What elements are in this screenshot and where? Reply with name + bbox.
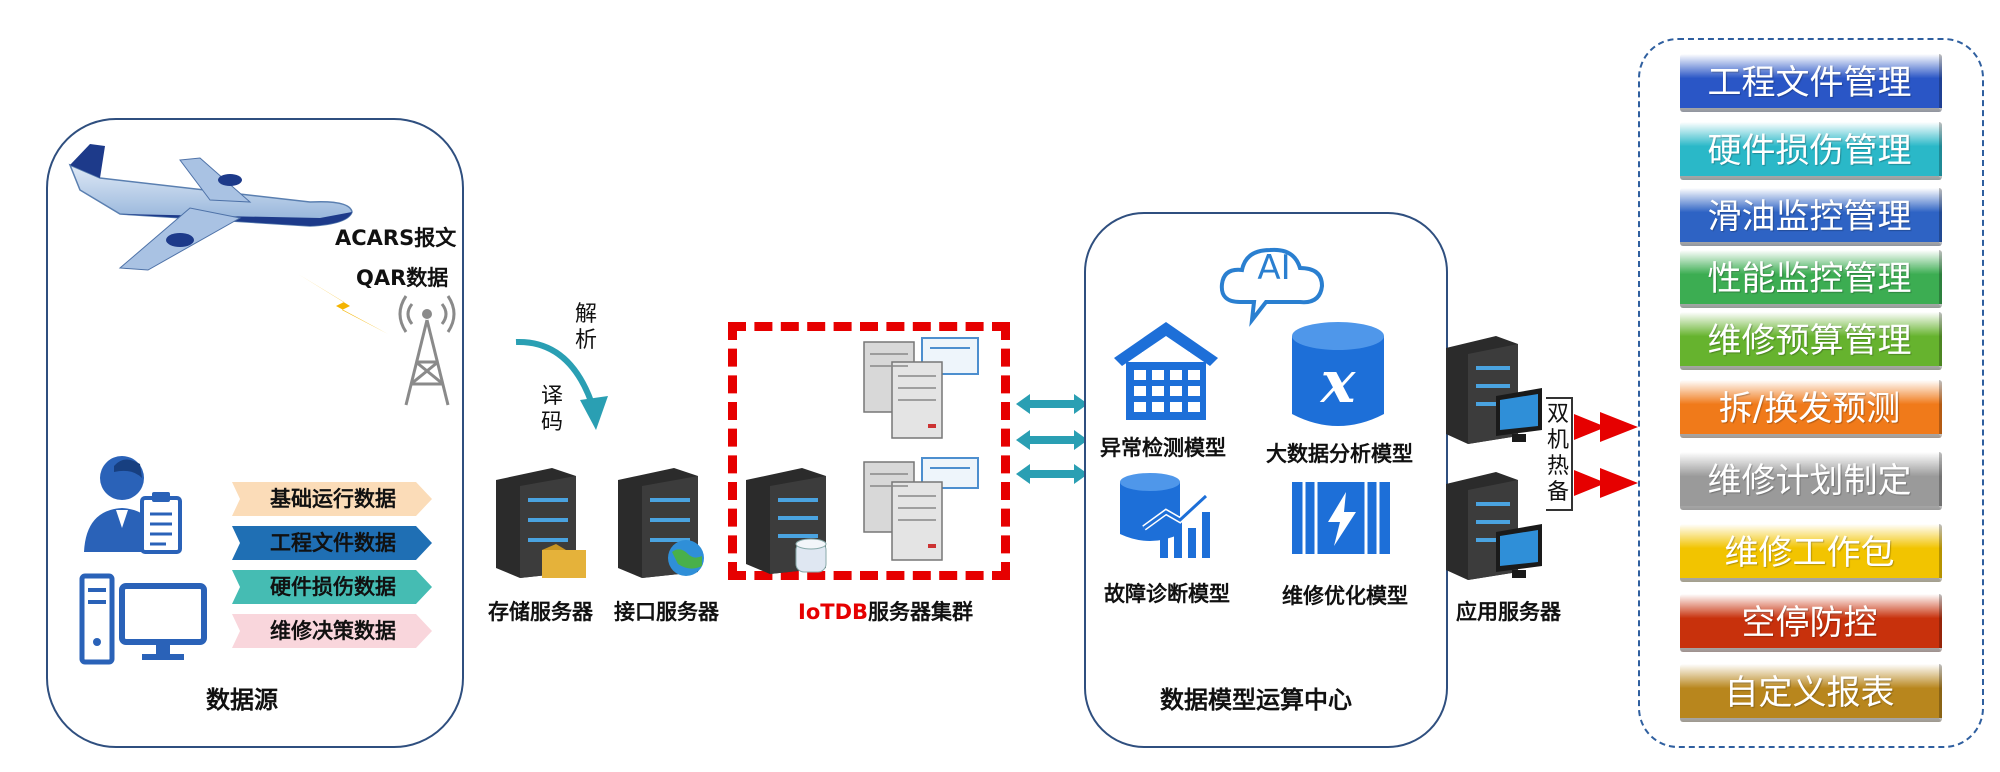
hot-standby-char-3: 热 [1546, 454, 1569, 479]
iotdb-label-rest: 服务器集群 [868, 600, 974, 624]
engineer-icon [84, 456, 182, 554]
iotdb-cluster-label: IoTDB服务器集群 [798, 596, 973, 626]
ai-cloud-icon [1219, 247, 1325, 327]
iotdb-cluster-boundary [728, 322, 1010, 580]
antenna-tower-icon [398, 295, 456, 406]
module-maintenance-workpack-button[interactable]: 维修工作包 [1680, 524, 1942, 582]
anomaly-detection-icon [1114, 322, 1218, 420]
compute-center-title: 数据模型运算中心 [1160, 686, 1352, 714]
app-server-bottom-icon [1446, 472, 1542, 580]
app-server-label: 应用服务器 [1456, 600, 1561, 624]
module-maintenance-plan-button[interactable]: 维修计划制定 [1680, 452, 1942, 510]
red-arrow-bottom-icon [1574, 468, 1638, 498]
module-engineering-file-mgmt-button[interactable]: 工程文件管理 [1680, 54, 1942, 112]
acars-label: ACARS报文 [335, 226, 457, 250]
iotdb-label-highlight: IoTDB [798, 600, 869, 624]
computer-icon [79, 573, 207, 665]
source-item-basic-ops: 基础运行数据 [232, 482, 432, 516]
maintenance-optimization-icon [1292, 482, 1390, 554]
storage-server-label: 存储服务器 [488, 600, 593, 624]
big-data-analysis-icon: x [1292, 322, 1384, 426]
module-aog-prevention-button[interactable]: 空停防控 [1680, 594, 1942, 652]
airplane-icon [68, 144, 353, 271]
modules-boundary [1638, 38, 1984, 748]
source-item-maintenance-decision: 维修决策数据 [232, 614, 432, 648]
storage-server-icon [496, 468, 586, 578]
source-item-hardware-damage: 硬件损伤数据 [232, 570, 432, 604]
red-arrow-top-icon [1574, 412, 1638, 442]
interface-server-icon [618, 468, 704, 578]
fault-diagnosis-icon [1120, 473, 1210, 558]
app-server-top-icon [1446, 336, 1542, 444]
parse-decode-arrow-icon [515, 338, 608, 430]
module-engine-removal-forecast-button[interactable]: 拆/换发预测 [1680, 380, 1942, 438]
parse-label-char-1: 解 [574, 302, 597, 327]
hot-standby-char-2: 机 [1546, 428, 1569, 453]
hot-standby-char-1: 双 [1546, 402, 1569, 427]
interface-server-label: 接口服务器 [614, 600, 719, 624]
source-item-engineering-files: 工程文件数据 [232, 526, 432, 560]
hot-standby-char-4: 备 [1546, 480, 1569, 505]
model-fault-diagnosis-label: 故障诊断模型 [1104, 582, 1230, 606]
ai-label: AI [1257, 248, 1291, 288]
module-maintenance-budget-mgmt-button[interactable]: 维修预算管理 [1680, 312, 1942, 370]
cluster-node-top-icon [863, 337, 979, 439]
model-maintenance-optimization-label: 维修优化模型 [1282, 584, 1408, 608]
module-oil-monitoring-mgmt-button[interactable]: 滑油监控管理 [1680, 188, 1942, 246]
cluster-server-icon [746, 468, 827, 574]
model-anomaly-detection-label: 异常检测模型 [1100, 436, 1226, 460]
bidirectional-arrows-icon [1016, 394, 1088, 484]
qar-label: QAR数据 [356, 266, 449, 290]
module-performance-monitoring-mgmt-button[interactable]: 性能监控管理 [1680, 250, 1942, 308]
parse-label-char-2: 析 [574, 328, 597, 353]
module-custom-report-button[interactable]: 自定义报表 [1680, 664, 1942, 722]
hot-standby-bracket [1546, 397, 1573, 511]
data-source-title: 数据源 [206, 686, 278, 714]
decode-label-char-2: 码 [540, 410, 563, 435]
module-hardware-damage-mgmt-button[interactable]: 硬件损伤管理 [1680, 122, 1942, 180]
lightning-icon [298, 274, 388, 334]
svg-text:x: x [1319, 348, 1357, 416]
cluster-node-bottom-icon [863, 457, 979, 561]
model-big-data-analysis-label: 大数据分析模型 [1266, 442, 1413, 466]
decode-label-char-1: 译 [540, 384, 563, 409]
